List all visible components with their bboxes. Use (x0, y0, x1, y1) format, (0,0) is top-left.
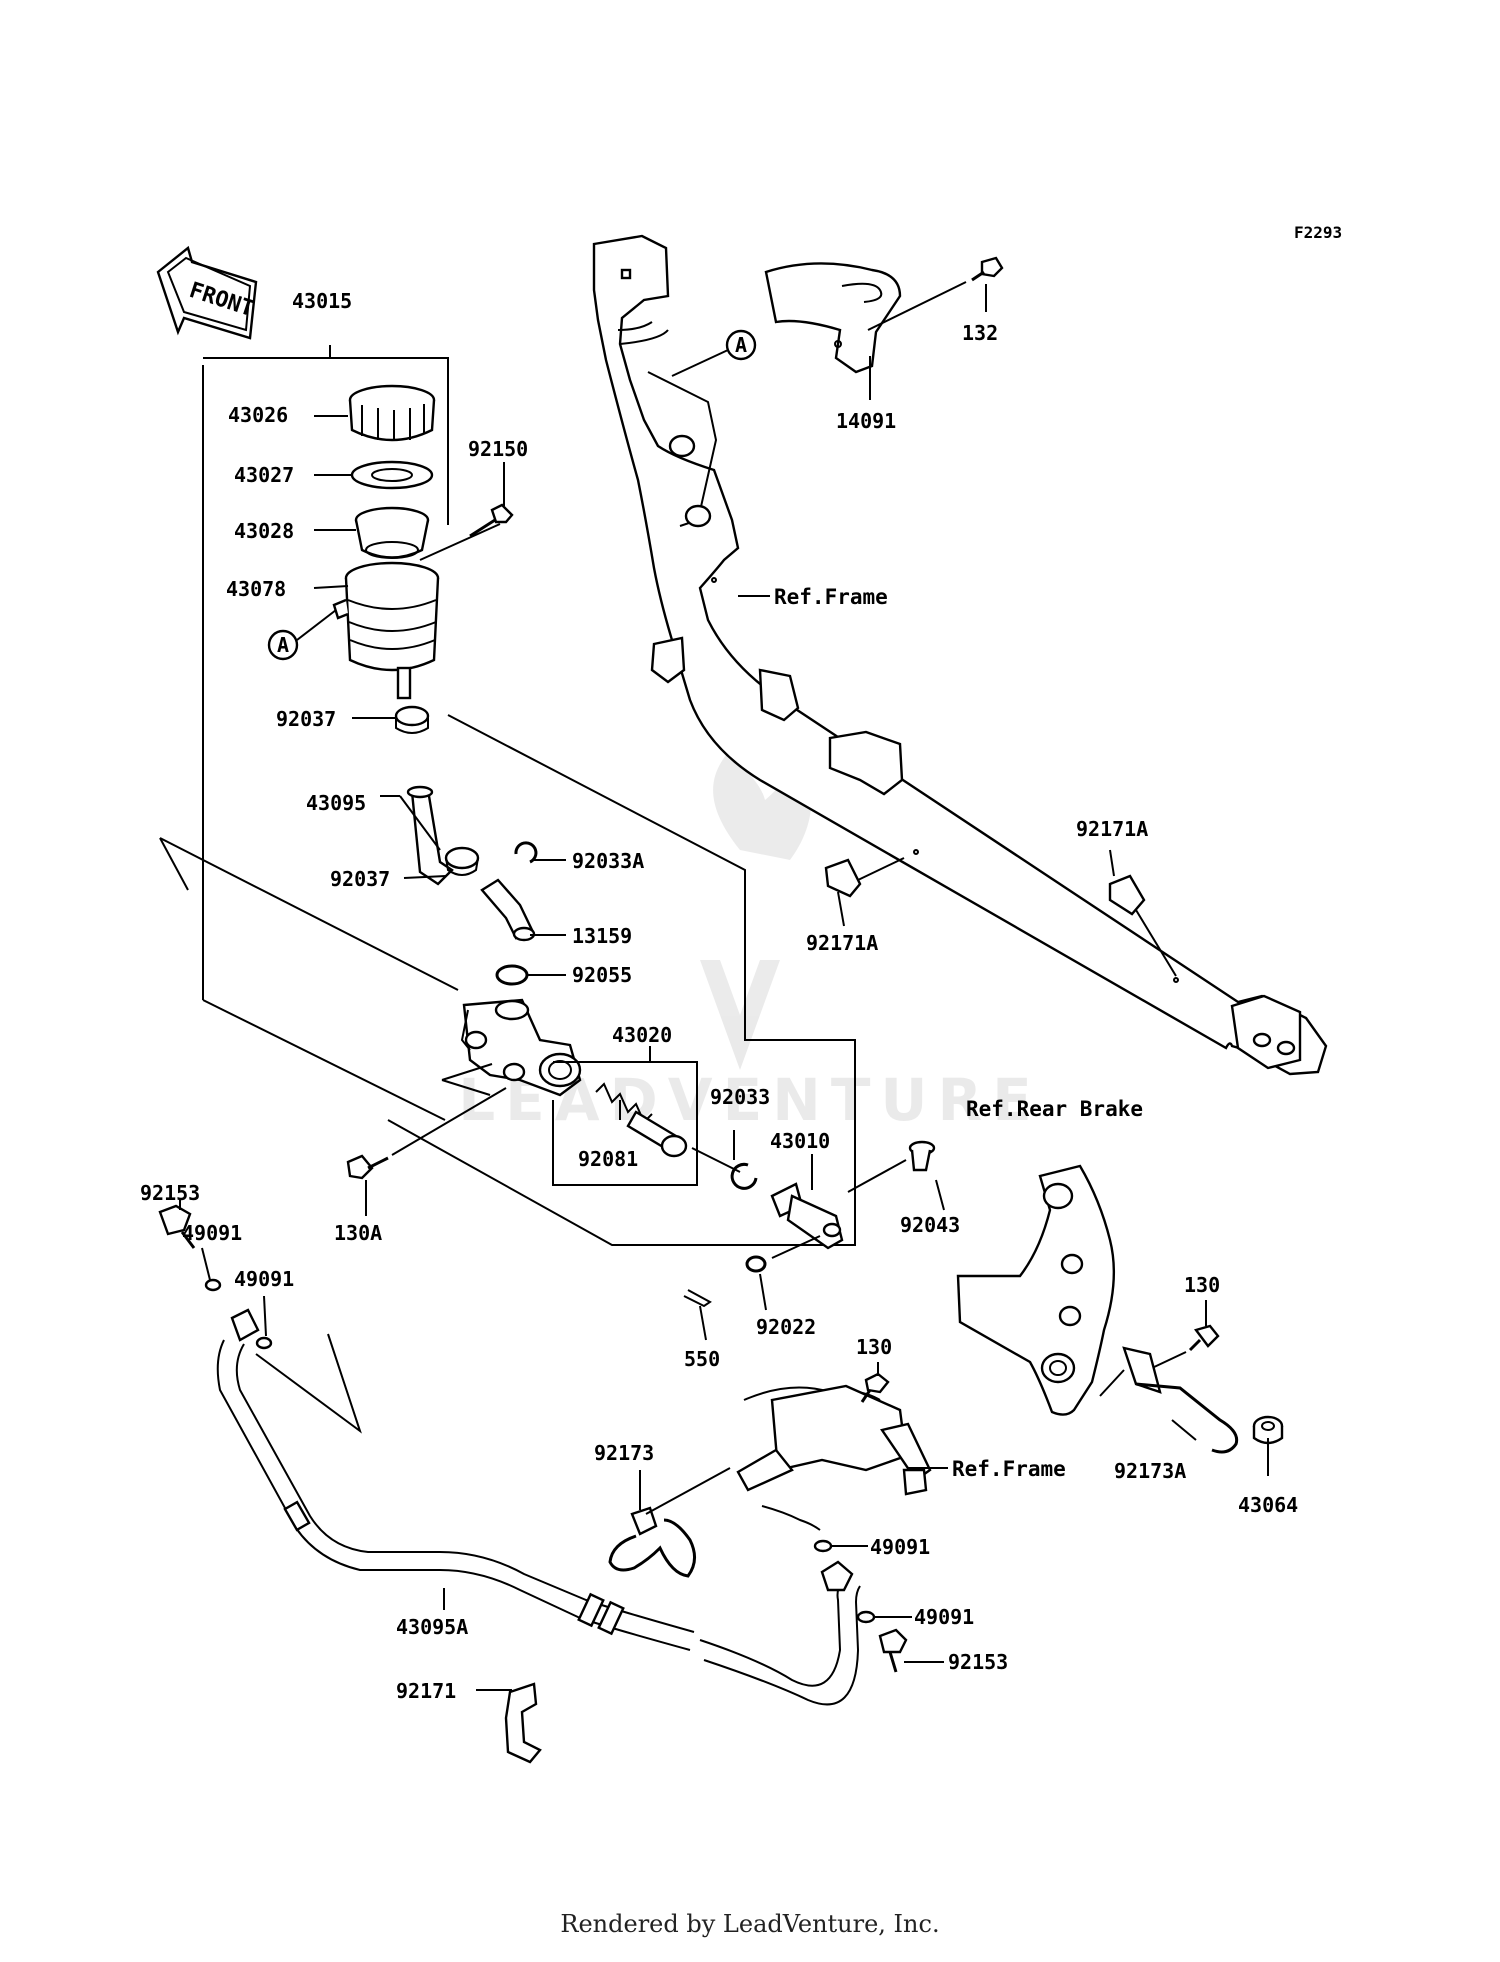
label-550: 550 (684, 1347, 720, 1371)
label-49091-b: 49091 (234, 1267, 294, 1291)
hose-guide-92173A (1099, 1346, 1239, 1454)
gasket-49091-c (813, 1539, 833, 1553)
pin-92043 (847, 1140, 936, 1193)
hose-guide-92173 (608, 1467, 731, 1578)
hose-43095 (406, 785, 454, 886)
banjo-bolt-92153-left (158, 1204, 196, 1249)
circlip-92033A (514, 841, 538, 864)
rear-brake-pedal (956, 1164, 1116, 1416)
label-43026: 43026 (228, 403, 288, 427)
piston-kit-bracket-43020 (552, 1046, 698, 1186)
front-arrow-icon: FRONT (156, 245, 258, 340)
reservoir-tank-43078 (332, 523, 501, 700)
pushrod-43010 (691, 1147, 844, 1250)
gasket-49091-d (856, 1610, 876, 1624)
cotter-pin-550 (683, 1289, 712, 1308)
label-43027: 43027 (234, 463, 294, 487)
clamp-92171A-b (1108, 874, 1146, 916)
label-92150: 92150 (468, 437, 528, 461)
label-92033A: 92033A (572, 849, 644, 873)
label-49091-a: 49091 (182, 1221, 242, 1245)
label-14091: 14091 (836, 409, 896, 433)
label-130A: 130A (334, 1221, 382, 1245)
o-ring-92055 (495, 964, 529, 986)
gasket-49091-b (255, 1333, 362, 1434)
circlip-92033 (730, 1162, 758, 1190)
cover-14091 (764, 262, 902, 374)
footer-credit: Rendered by LeadVenture, Inc. (560, 1910, 940, 1938)
label-132: 132 (962, 321, 998, 345)
label-43095: 43095 (306, 791, 366, 815)
bolt-130A (346, 1087, 507, 1180)
diaphragm-43028 (354, 506, 430, 559)
label-49091-d: 49091 (914, 1605, 974, 1629)
label-ref-frame-upper: Ref.Frame (774, 585, 888, 609)
diaphragm-plate-43027 (350, 460, 434, 490)
label-92043: 92043 (900, 1213, 960, 1237)
banjo-bolt-92153-right (878, 1628, 908, 1673)
label-43010: 43010 (770, 1129, 830, 1153)
clamp-92037-lower (444, 846, 480, 876)
piston-43020 (626, 1110, 688, 1158)
label-130-pedal: 130 (1184, 1273, 1220, 1297)
gasket-49091-a (204, 1278, 222, 1292)
marker-a-lower-text: A (277, 633, 289, 657)
label-92171A-b: 92171A (1076, 817, 1148, 841)
label-92153-right: 92153 (948, 1650, 1008, 1674)
frame-section-lower (736, 1384, 932, 1531)
marker-a-upper-text: A (735, 333, 747, 357)
label-43020: 43020 (612, 1023, 672, 1047)
marker-a-lower: A (267, 609, 337, 661)
label-92081: 92081 (578, 1147, 638, 1171)
label-43064: 43064 (1238, 1493, 1298, 1517)
label-92153-left: 92153 (140, 1181, 200, 1205)
brake-hose-43095A (216, 1308, 861, 1706)
label-ref-rear-brake: Ref.Rear Brake (966, 1097, 1143, 1121)
label-92171: 92171 (396, 1679, 456, 1703)
label-92171A-a: 92171A (806, 931, 878, 955)
figure-code: F2293 (1294, 223, 1342, 242)
label-92037-lower: 92037 (330, 867, 390, 891)
label-92173: 92173 (594, 1441, 654, 1465)
label-43078: 43078 (226, 577, 286, 601)
label-92022: 92022 (756, 1315, 816, 1339)
leader-lines (179, 284, 1269, 1691)
washer-92022 (745, 1235, 821, 1273)
grommet-43064 (1252, 1415, 1284, 1445)
bolt-92150 (469, 503, 514, 538)
part-labels: 43015 43026 43027 43028 43078 92150 9203… (140, 289, 1298, 1703)
bolt-132 (867, 256, 1004, 331)
clamp-92171A-a (824, 858, 862, 898)
marker-a-upper: A (671, 329, 757, 377)
reservoir-cap-43026 (348, 384, 436, 442)
label-43028: 43028 (234, 519, 294, 543)
label-92055: 92055 (572, 963, 632, 987)
label-130-lower: 130 (856, 1335, 892, 1359)
label-92033: 92033 (710, 1085, 770, 1109)
connector-13159 (480, 878, 536, 942)
assembly-bracket-43015 (159, 345, 856, 1246)
bolt-130-lower (860, 1372, 890, 1403)
label-43095A: 43095A (396, 1615, 468, 1639)
label-13159: 13159 (572, 924, 632, 948)
clamp-92037-upper (394, 705, 430, 734)
label-ref-frame-lower: Ref.Frame (952, 1457, 1066, 1481)
hose-clamp-92171 (504, 1682, 542, 1764)
label-43015: 43015 (292, 289, 352, 313)
label-49091-c: 49091 (870, 1535, 930, 1559)
label-92037-upper: 92037 (276, 707, 336, 731)
bolt-130-pedal (1151, 1324, 1220, 1369)
frame-rail (592, 234, 1328, 1076)
label-92173A: 92173A (1114, 1459, 1186, 1483)
